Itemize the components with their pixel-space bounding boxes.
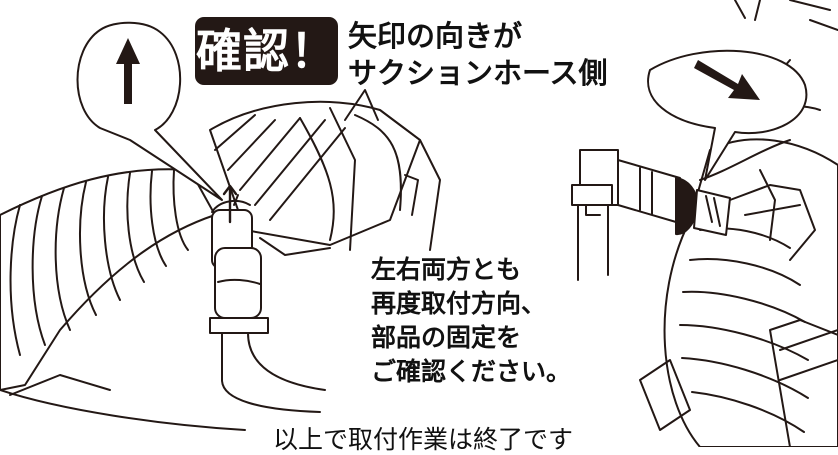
up-arrow-icon: [116, 38, 140, 104]
note-line-4: ご確認ください。: [371, 357, 572, 386]
note-line-1: 左右両方とも: [371, 255, 522, 284]
diagonal-arrow-icon: [694, 60, 760, 100]
headline-line-1: 矢印の向きが: [348, 19, 523, 53]
headline-line-2: サクションホース側: [348, 56, 608, 90]
confirm-badge: 確認！: [195, 17, 338, 85]
right-hose-connector: [571, 149, 731, 281]
left-hose-connector: [209, 184, 326, 413]
footer-text: 以上で取付作業は終了です: [273, 425, 574, 454]
left-suction-hose: [0, 168, 246, 431]
headline: 矢印の向きが サクションホース側: [348, 18, 608, 92]
left-air-housing: [209, 89, 441, 256]
note-line-3: 部品の固定を: [371, 323, 522, 352]
note-line-2: 再度取付方向、: [371, 289, 547, 318]
right-callout-balloon: [647, 49, 808, 181]
instruction-note: 左右両方とも 再度取付方向、 部品の固定を ご確認ください。: [371, 253, 571, 389]
decorative-lines: [734, 0, 838, 31]
left-callout-balloon: [76, 21, 223, 201]
